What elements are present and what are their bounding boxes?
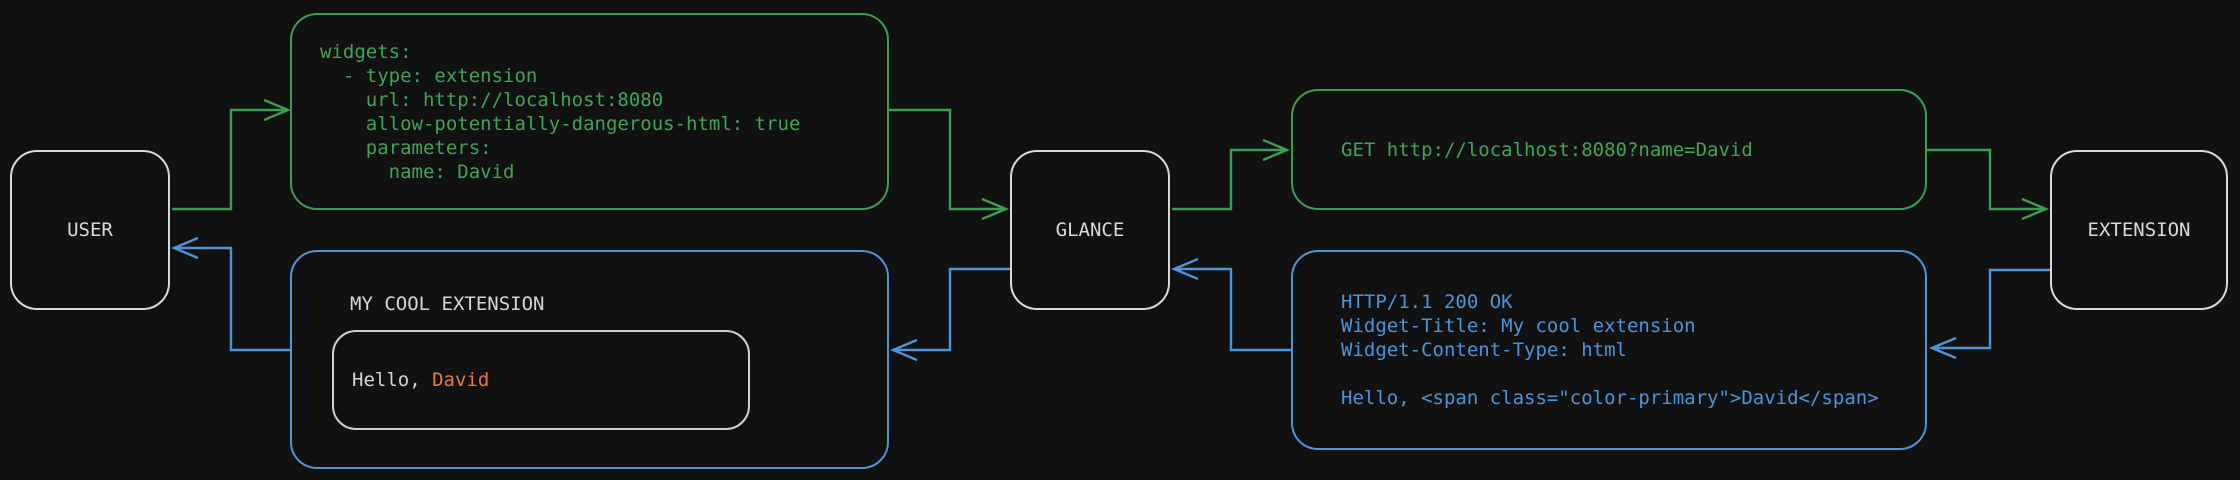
glance-node-label: GLANCE — [1055, 219, 1125, 241]
arrow-extension-to-response — [1928, 268, 2050, 360]
extension-node: EXTENSION — [2050, 150, 2228, 310]
greeting-prefix-text: Hello, — [352, 369, 433, 391]
user-node-label: USER — [67, 219, 113, 241]
http-request-box: GET http://localhost:8080?name=David — [1291, 89, 1927, 210]
widget-greeting-box: Hello, David — [332, 330, 750, 430]
arrow-user-to-config — [172, 98, 292, 211]
greeting-name-text: David — [432, 369, 490, 391]
user-node: USER — [10, 150, 170, 310]
arrow-glance-to-widget — [889, 267, 1010, 362]
arrow-widget-to-user — [170, 236, 290, 352]
http-response-box: HTTP/1.1 200 OK Widget-Title: My cool ex… — [1291, 250, 1927, 450]
glance-node: GLANCE — [1010, 150, 1170, 310]
widget-title: MY COOL EXTENSION — [350, 293, 545, 315]
extension-node-label: EXTENSION — [2087, 219, 2191, 241]
arrow-glance-to-request — [1172, 138, 1291, 211]
http-response-code: HTTP/1.1 200 OK Widget-Title: My cool ex… — [1341, 291, 1879, 409]
arrow-response-to-glance — [1170, 257, 1291, 352]
widget-preview-box: MY COOL EXTENSION Hello, David — [290, 250, 889, 469]
arrow-request-to-extension — [1927, 148, 2050, 221]
yaml-config-box: widgets: - type: extension url: http://l… — [290, 13, 889, 210]
arrow-config-to-glance — [889, 108, 1010, 221]
yaml-config-code: widgets: - type: extension url: http://l… — [320, 40, 801, 183]
http-request-code: GET http://localhost:8080?name=David — [1341, 138, 1753, 161]
